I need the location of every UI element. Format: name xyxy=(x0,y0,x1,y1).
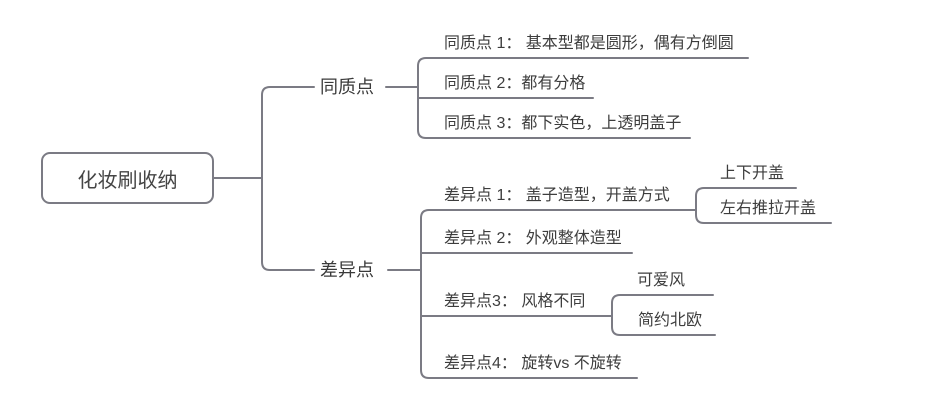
topic-different-3[interactable]: 差异点3： 风格不同 xyxy=(444,293,586,310)
connector-different-child4 xyxy=(420,269,638,379)
branch-differences[interactable]: 差异点 xyxy=(320,260,374,280)
connector-similar-child1 xyxy=(417,57,749,88)
topic-open-updown[interactable]: 上下开盖 xyxy=(720,165,785,182)
connector-branch-similar xyxy=(261,86,315,179)
topic-open-slide[interactable]: 左右推拉开盖 xyxy=(720,200,817,217)
connector-style-nordic xyxy=(611,315,716,336)
topic-similar-3[interactable]: 同质点 3：都下实色，上透明盖子 xyxy=(444,115,682,132)
topic-similar-1[interactable]: 同质点 1： 基本型都是圆形，偶有方倒圆 xyxy=(444,35,734,52)
topic-different-1[interactable]: 差异点 1： 盖子造型，开盖方式 xyxy=(444,187,670,204)
branch-similarities[interactable]: 同质点 xyxy=(320,77,374,97)
topic-different-4[interactable]: 差异点4： 旋转vs 不旋转 xyxy=(444,355,622,372)
connector-lid-open-updown xyxy=(695,187,797,211)
topic-style-nordic[interactable]: 简约北欧 xyxy=(638,312,703,329)
connector-different-child1 xyxy=(420,209,697,271)
topic-different-2[interactable]: 差异点 2： 外观整体造型 xyxy=(444,230,622,247)
connector-branch-different xyxy=(261,177,315,271)
connector-style-cute xyxy=(611,294,714,317)
connector-similar-child3 xyxy=(417,86,691,139)
root-topic[interactable]: 化妆刷收纳 xyxy=(41,152,214,204)
topic-style-cute[interactable]: 可爱风 xyxy=(637,272,686,289)
topic-similar-2[interactable]: 同质点 2：都有分格 xyxy=(444,75,586,92)
connector-lid-open-slide xyxy=(695,209,832,224)
